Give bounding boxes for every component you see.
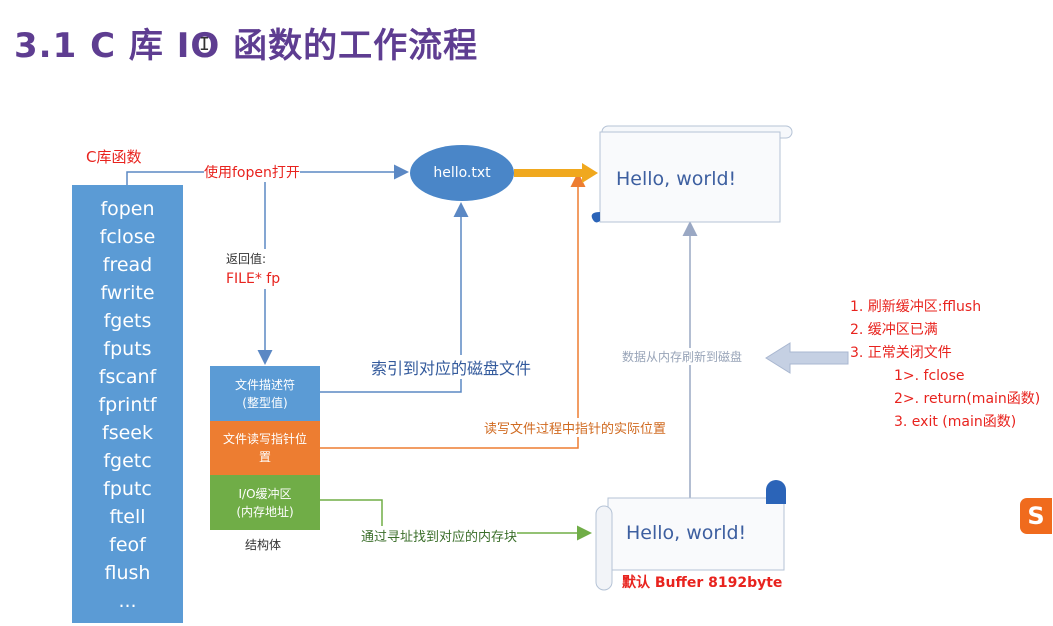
flush-trigger-arrow	[765, 342, 849, 374]
memory-scroll-text: Hello, world!	[626, 522, 747, 544]
return-label-text: 返回值:	[226, 252, 267, 266]
function-item: flush	[104, 562, 151, 584]
close-method: 3. exit (main函数)	[894, 414, 1017, 430]
function-item: fprintf	[98, 394, 157, 416]
flush-condition: 1. 刷新缓冲区:fflush	[850, 299, 982, 315]
pointer-box-text: 文件读写指针位置	[222, 432, 307, 464]
rw-pointer-label: 读写文件过程中指针的实际位置	[484, 418, 667, 437]
pointer-connector	[320, 172, 586, 449]
function-item: fgetc	[103, 450, 152, 472]
return-label: 返回值: FILE* fp	[226, 249, 281, 289]
clib-label: C库函数	[86, 148, 142, 166]
function-list: fopen fclose fread fwrite fgets fputs fscanf fp…	[72, 185, 183, 623]
function-item: fputc	[103, 478, 152, 500]
flush-conditions: 1. 刷新缓冲区:fflush 2. 缓冲区已满 3. 正常关闭文件 1>. f…	[850, 296, 1040, 434]
function-item: fscanf	[98, 366, 157, 388]
page-title: 3.1 C 库 IO 函数的工作流程	[14, 26, 479, 66]
disk-scroll	[591, 125, 793, 223]
buffer-box-text: I/O缓冲区 (内存地址)	[236, 486, 294, 519]
flush-condition: 2. 缓冲区已满	[850, 322, 938, 338]
flush-arrow-label: 数据从内存刷新到磁盘	[622, 348, 743, 365]
fd-box-text: 文件描述符 (整型值)	[234, 377, 295, 410]
open-label: 使用fopen打开	[204, 162, 300, 182]
fd-box: 文件描述符 (整型值)	[210, 366, 320, 421]
disk-scroll-text: Hello, world!	[616, 168, 737, 190]
function-item: ...	[118, 590, 137, 612]
function-item: fputs	[103, 338, 152, 360]
pointer-box: 文件读写指针位置	[210, 421, 320, 475]
close-method: 1>. fclose	[894, 368, 965, 384]
function-item: fseek	[102, 422, 153, 444]
function-item: fread	[102, 254, 153, 276]
flush-condition: 3. 正常关闭文件	[850, 345, 952, 361]
function-item: fwrite	[100, 282, 155, 304]
buffer-box: I/O缓冲区 (内存地址)	[210, 475, 320, 530]
index-connector	[320, 202, 469, 393]
return-value: FILE* fp	[226, 271, 281, 287]
ime-icon[interactable]: S	[1020, 498, 1052, 534]
function-item: fgets	[103, 310, 152, 332]
function-item: ftell	[109, 506, 146, 528]
open-connector	[126, 164, 409, 185]
index-label: 索引到对应的磁盘文件	[371, 355, 532, 379]
struct-label: 结构体	[245, 538, 282, 552]
text-cursor-icon: I	[199, 34, 210, 55]
function-item: feof	[109, 534, 146, 556]
function-item: fclose	[99, 226, 156, 248]
close-method: 2>. return(main函数)	[894, 391, 1041, 407]
function-item: fopen	[100, 198, 155, 220]
file-node: hello.txt	[410, 145, 514, 201]
find-memory-label: 通过寻址找到对应的内存块	[361, 526, 518, 545]
default-buffer-label: 默认 Buffer 8192byte	[622, 575, 783, 591]
memory-scroll	[595, 480, 786, 591]
